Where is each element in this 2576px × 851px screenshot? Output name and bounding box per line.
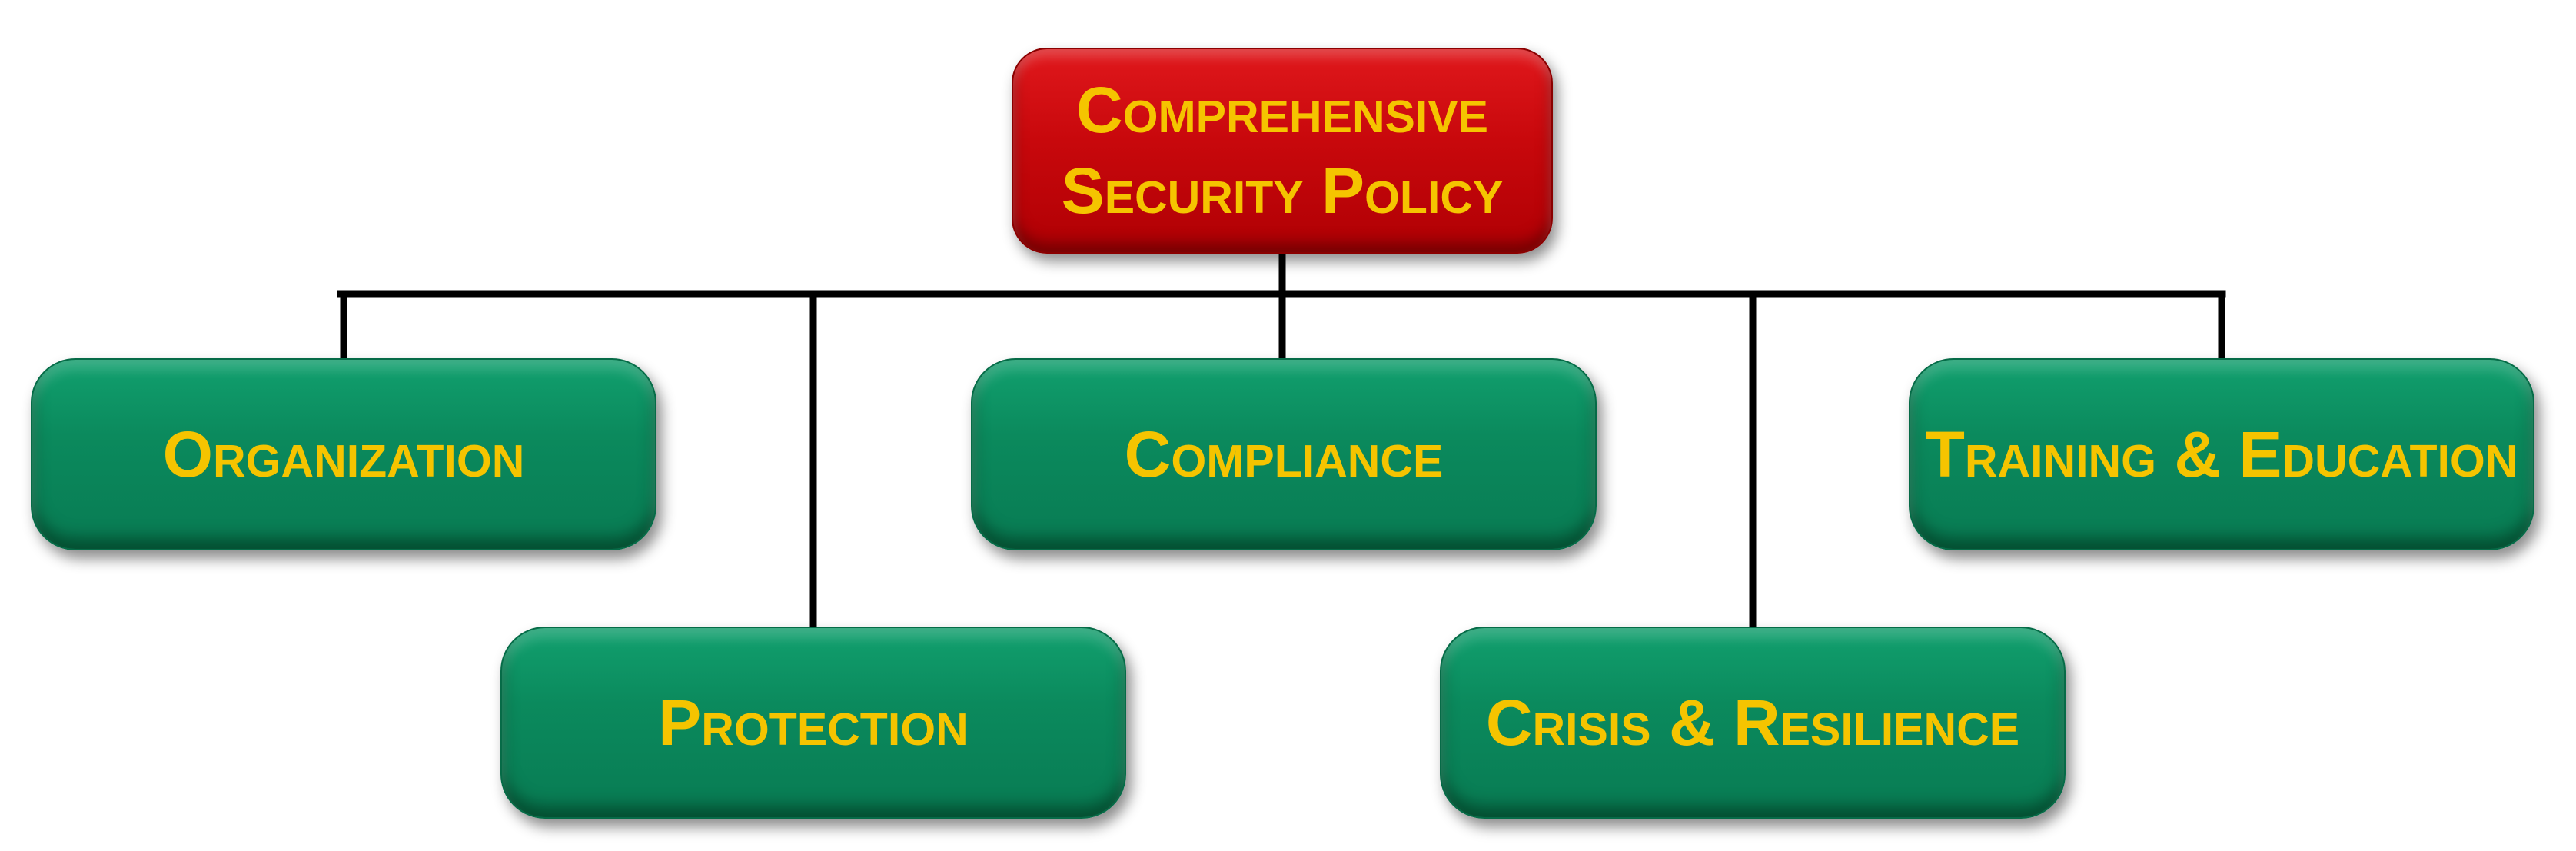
node-training-education-label: Training & Education bbox=[1925, 417, 2518, 490]
node-crisis-resilience: Crisis & Resilience bbox=[1440, 627, 2066, 819]
node-compliance: Compliance bbox=[971, 358, 1597, 550]
node-protection-label: Protection bbox=[658, 686, 969, 759]
node-compliance-label: Compliance bbox=[1124, 417, 1444, 490]
node-organization-label: Organization bbox=[162, 417, 525, 490]
node-protection: Protection bbox=[500, 627, 1126, 819]
root-node-label-line1: Comprehensive bbox=[1075, 74, 1489, 146]
node-crisis-resilience-label: Crisis & Resilience bbox=[1485, 686, 2020, 759]
root-node-label-line2: Security Policy bbox=[1061, 155, 1504, 227]
node-organization: Organization bbox=[31, 358, 656, 550]
root-node-comprehensive-security-policy: Comprehensive Security Policy bbox=[1012, 48, 1553, 254]
node-training-education: Training & Education bbox=[1909, 358, 2534, 550]
